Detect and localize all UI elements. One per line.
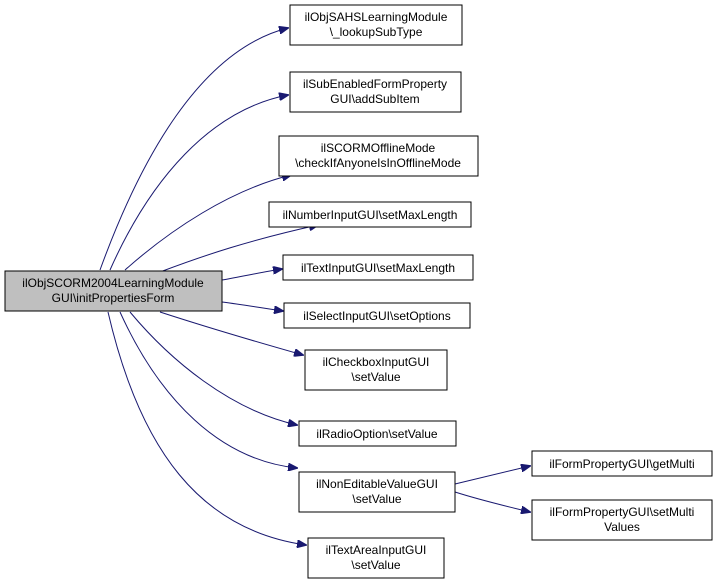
edge-to-text-set-max-length	[221, 269, 282, 281]
callee-node-text-set-max-length[interactable]: ilTextInputGUI\setMaxLength	[282, 254, 474, 281]
edge-to-checkbox-set-value	[159, 311, 303, 355]
edge-to-radio-set-value	[129, 311, 297, 425]
callee-node-label: ilTextAreaInputGUI	[326, 543, 427, 557]
callee-node-check-offline-mode[interactable]: ilSCORMOfflineMode \checkIfAnyoneIsInOff…	[278, 135, 479, 177]
callee-node-label: ilSCORMOfflineMode	[321, 141, 436, 155]
subcallee-node-set-multi-values[interactable]: ilFormPropertyGUI\setMulti Values	[531, 499, 713, 541]
edge-to-add-sub-item	[109, 95, 288, 271]
edges	[99, 28, 530, 545]
callee-node-label: \setValue	[351, 558, 400, 572]
callee-node-noneditable-set-value[interactable]: ilNonEditableValueGUI \setValue	[298, 471, 456, 513]
root-node[interactable]: ilObjSCORM2004LearningModule GUI\initPro…	[4, 270, 223, 312]
callee-node-textarea-set-value[interactable]: ilTextAreaInputGUI \setValue	[307, 537, 445, 579]
callee-node-label: ilCheckboxInputGUI	[323, 355, 430, 369]
callee-node-lookup-sub-type[interactable]: ilObjSAHSLearningModule \_lookupSubType	[289, 4, 463, 46]
edge-to-check-offline-mode	[124, 175, 291, 271]
edge-to-number-set-max-length	[159, 225, 318, 273]
callee-node-label: ilNonEditableValueGUI	[316, 477, 438, 491]
callee-node-radio-set-value[interactable]: ilRadioOption\setValue	[298, 420, 457, 447]
edge-to-noneditable-set-value	[119, 311, 297, 468]
callee-node-label: GUI\addSubItem	[330, 92, 419, 106]
callee-node-label: \setValue	[351, 370, 400, 384]
callee-node-select-set-options[interactable]: ilSelectInputGUI\setOptions	[283, 302, 471, 329]
edge-to-get-multi	[454, 466, 530, 485]
edge-to-select-set-options	[221, 301, 283, 311]
subcallee-node-label: Values	[604, 520, 640, 534]
edge-to-lookup-sub-type	[99, 28, 288, 271]
callee-node-label: \_lookupSubType	[330, 25, 423, 39]
callee-node-label: ilSelectInputGUI\setOptions	[303, 309, 450, 323]
callee-node-label: ilNumberInputGUI\setMaxLength	[283, 208, 458, 222]
callee-node-label: ilObjSAHSLearningModule	[305, 10, 448, 24]
callee-node-label: ilSubEnabledFormProperty	[303, 77, 447, 91]
callee-node-label: \checkIfAnyoneIsInOfflineMode	[295, 156, 461, 170]
callee-node-label: ilRadioOption\setValue	[316, 427, 438, 441]
callee-node-checkbox-set-value[interactable]: ilCheckboxInputGUI \setValue	[304, 349, 448, 391]
subcallee-node-get-multi[interactable]: ilFormPropertyGUI\getMulti	[531, 450, 713, 477]
edge-to-set-multi-values	[454, 491, 530, 512]
root-node-line1: ilObjSCORM2004LearningModule	[22, 276, 204, 290]
subcallee-node-label: ilFormPropertyGUI\setMulti	[550, 505, 695, 519]
callee-node-add-sub-item[interactable]: ilSubEnabledFormProperty GUI\addSubItem	[289, 71, 462, 113]
callee-node-number-set-max-length[interactable]: ilNumberInputGUI\setMaxLength	[268, 201, 472, 228]
edge-to-textarea-set-value	[107, 311, 306, 545]
callee-node-label: \setValue	[352, 492, 401, 506]
root-node-line2: GUI\initPropertiesForm	[52, 291, 175, 305]
subcallee-node-label: ilFormPropertyGUI\getMulti	[549, 457, 694, 471]
callee-node-label: ilTextInputGUI\setMaxLength	[301, 261, 455, 275]
